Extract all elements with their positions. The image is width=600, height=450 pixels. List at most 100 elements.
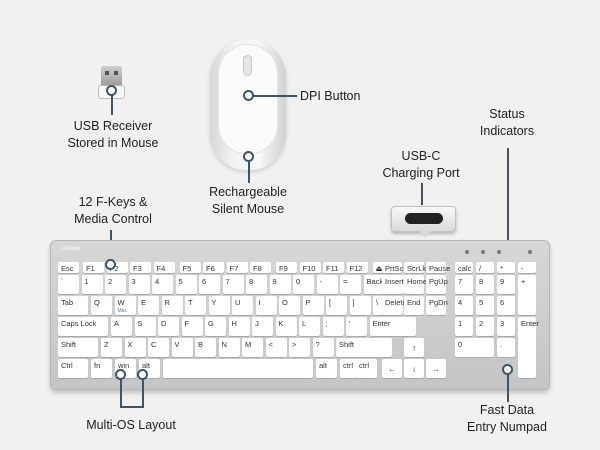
key-num-mul[interactable]: * <box>497 262 515 273</box>
key-shift-z0[interactable]: Shift <box>58 338 98 357</box>
key-enter-a12[interactable]: Enter <box>369 317 416 336</box>
key-scrlk[interactable]: ScrLk <box>404 262 426 273</box>
key-ctrl-right[interactable]: ctrl <box>356 359 377 378</box>
key-sym-11[interactable]: - <box>316 275 338 294</box>
key-arrow-right[interactable]: → <box>426 359 446 378</box>
key-delete[interactable]: Delete <box>382 296 407 315</box>
key-3-3[interactable]: 3 <box>128 275 150 294</box>
key-y-q6[interactable]: Y <box>208 296 230 315</box>
key-f9[interactable]: F9 <box>276 262 297 273</box>
key-num-2[interactable]: 2 <box>476 317 494 336</box>
key-0-10[interactable]: 0 <box>293 275 314 294</box>
key-num-div[interactable]: / <box>476 262 494 273</box>
key-insert[interactable]: Insert <box>382 275 404 294</box>
key-z-z1[interactable]: Z <box>101 338 122 357</box>
key-f11[interactable]: F11 <box>323 262 344 273</box>
key-pause[interactable]: Pause <box>426 262 450 273</box>
key-sym-0[interactable]: ` <box>58 275 79 294</box>
key-e-q3[interactable]: E <box>138 296 159 315</box>
key-sym-12[interactable]: = <box>340 275 361 294</box>
key-esc[interactable]: Esc <box>58 262 79 273</box>
key-num-6[interactable]: 6 <box>497 296 515 315</box>
key-5-5[interactable]: 5 <box>175 275 197 294</box>
key-i-q8[interactable]: I <box>255 296 277 315</box>
key-num-4[interactable]: 4 <box>455 296 473 315</box>
key-f12[interactable]: F12 <box>346 262 368 273</box>
key-caps-lock-a0[interactable]: Caps Lock <box>58 317 108 336</box>
key-g-a5[interactable]: G <box>205 317 226 336</box>
key-sym-a11[interactable]: ' <box>346 317 367 336</box>
key-k-a8[interactable]: K <box>275 317 297 336</box>
key-1-1[interactable]: 1 <box>81 275 103 294</box>
key-f4[interactable]: F4 <box>153 262 175 273</box>
key-d-a3[interactable]: D <box>158 317 179 336</box>
key-arrow-left[interactable]: ← <box>382 359 402 378</box>
key-c-z3[interactable]: C <box>148 338 169 357</box>
key-f10[interactable]: F10 <box>299 262 321 273</box>
key-o-q9[interactable]: O <box>279 296 300 315</box>
key-q-q1[interactable]: Q <box>91 296 112 315</box>
key-num-3[interactable]: 3 <box>497 317 515 336</box>
key-v-z4[interactable]: V <box>171 338 193 357</box>
key-x-z2[interactable]: X <box>124 338 146 357</box>
key-r-q4[interactable]: R <box>161 296 183 315</box>
key-arrow-down[interactable]: ↓ <box>404 359 424 378</box>
key-num-7[interactable]: 7 <box>455 275 473 294</box>
key-p-q10[interactable]: P <box>302 296 324 315</box>
key-sym-q12[interactable]: ] <box>349 296 371 315</box>
key-j-a7[interactable]: J <box>252 317 273 336</box>
key-num-5[interactable]: 5 <box>476 296 494 315</box>
key-7-7[interactable]: 7 <box>222 275 244 294</box>
key-num-enter[interactable]: Enter <box>518 317 539 378</box>
key-f7[interactable]: F7 <box>226 262 248 273</box>
key-f5[interactable]: F5 <box>179 262 201 273</box>
key-prtsc[interactable]: PrtSc <box>382 262 403 273</box>
key-num-9[interactable]: 9 <box>497 275 515 294</box>
key-f8[interactable]: F8 <box>250 262 271 273</box>
key-pgup[interactable]: PgUp <box>426 275 448 294</box>
key-a-a1[interactable]: A <box>111 317 132 336</box>
key-f1[interactable]: F1 <box>83 262 104 273</box>
key-sym-q11[interactable]: [ <box>326 296 347 315</box>
key-ctrl-c0[interactable]: Ctrl <box>58 359 88 378</box>
key-tab-q0[interactable]: Tab <box>58 296 88 315</box>
key-num-minus[interactable]: - <box>518 262 536 273</box>
key-shift-z11[interactable]: Shift <box>336 338 392 357</box>
multi-os-label: Multi-OS Layout <box>86 418 176 432</box>
key-h-a6[interactable]: H <box>228 317 250 336</box>
key-sym-z9[interactable]: > <box>289 338 310 357</box>
key-fn-c1[interactable]: fn <box>91 359 112 378</box>
key-u-q7[interactable]: U <box>232 296 253 315</box>
key-arrow-up[interactable]: ↑ <box>404 338 424 357</box>
key-m-z7[interactable]: M <box>242 338 263 357</box>
key-8-8[interactable]: 8 <box>246 275 267 294</box>
key-sym-a10[interactable]: ; <box>322 317 344 336</box>
key-s-a2[interactable]: S <box>134 317 156 336</box>
key-6-6[interactable]: 6 <box>199 275 220 294</box>
key-num-1[interactable]: 1 <box>455 317 473 336</box>
key-f-a4[interactable]: F <box>181 317 203 336</box>
key-b-z5[interactable]: B <box>195 338 216 357</box>
key-f3[interactable]: F3 <box>130 262 151 273</box>
key-4-4[interactable]: 4 <box>152 275 173 294</box>
key-num-dot[interactable]: . <box>497 338 515 357</box>
key-2-2[interactable]: 2 <box>105 275 126 294</box>
key-t-q5[interactable]: T <box>185 296 206 315</box>
key-space[interactable] <box>163 359 313 378</box>
key-alt-c5[interactable]: alt <box>316 359 337 378</box>
key-sym-z10[interactable]: ? <box>312 338 334 357</box>
key-home[interactable]: Home <box>404 275 427 294</box>
key-ctrl-c6[interactable]: ctrl <box>340 359 361 378</box>
key-calc[interactable]: calc <box>455 262 473 273</box>
key-pgdn[interactable]: PgDn <box>426 296 448 315</box>
key-sym-z8[interactable]: < <box>265 338 287 357</box>
key-num-0[interactable]: 0 <box>455 338 494 357</box>
key-num-8[interactable]: 8 <box>476 275 494 294</box>
key-num-plus[interactable]: + <box>518 275 536 315</box>
key-l-a9[interactable]: L <box>299 317 320 336</box>
key-end[interactable]: End <box>404 296 424 315</box>
key-9-9[interactable]: 9 <box>269 275 291 294</box>
key-f6[interactable]: F6 <box>203 262 224 273</box>
key-n-z6[interactable]: N <box>218 338 240 357</box>
